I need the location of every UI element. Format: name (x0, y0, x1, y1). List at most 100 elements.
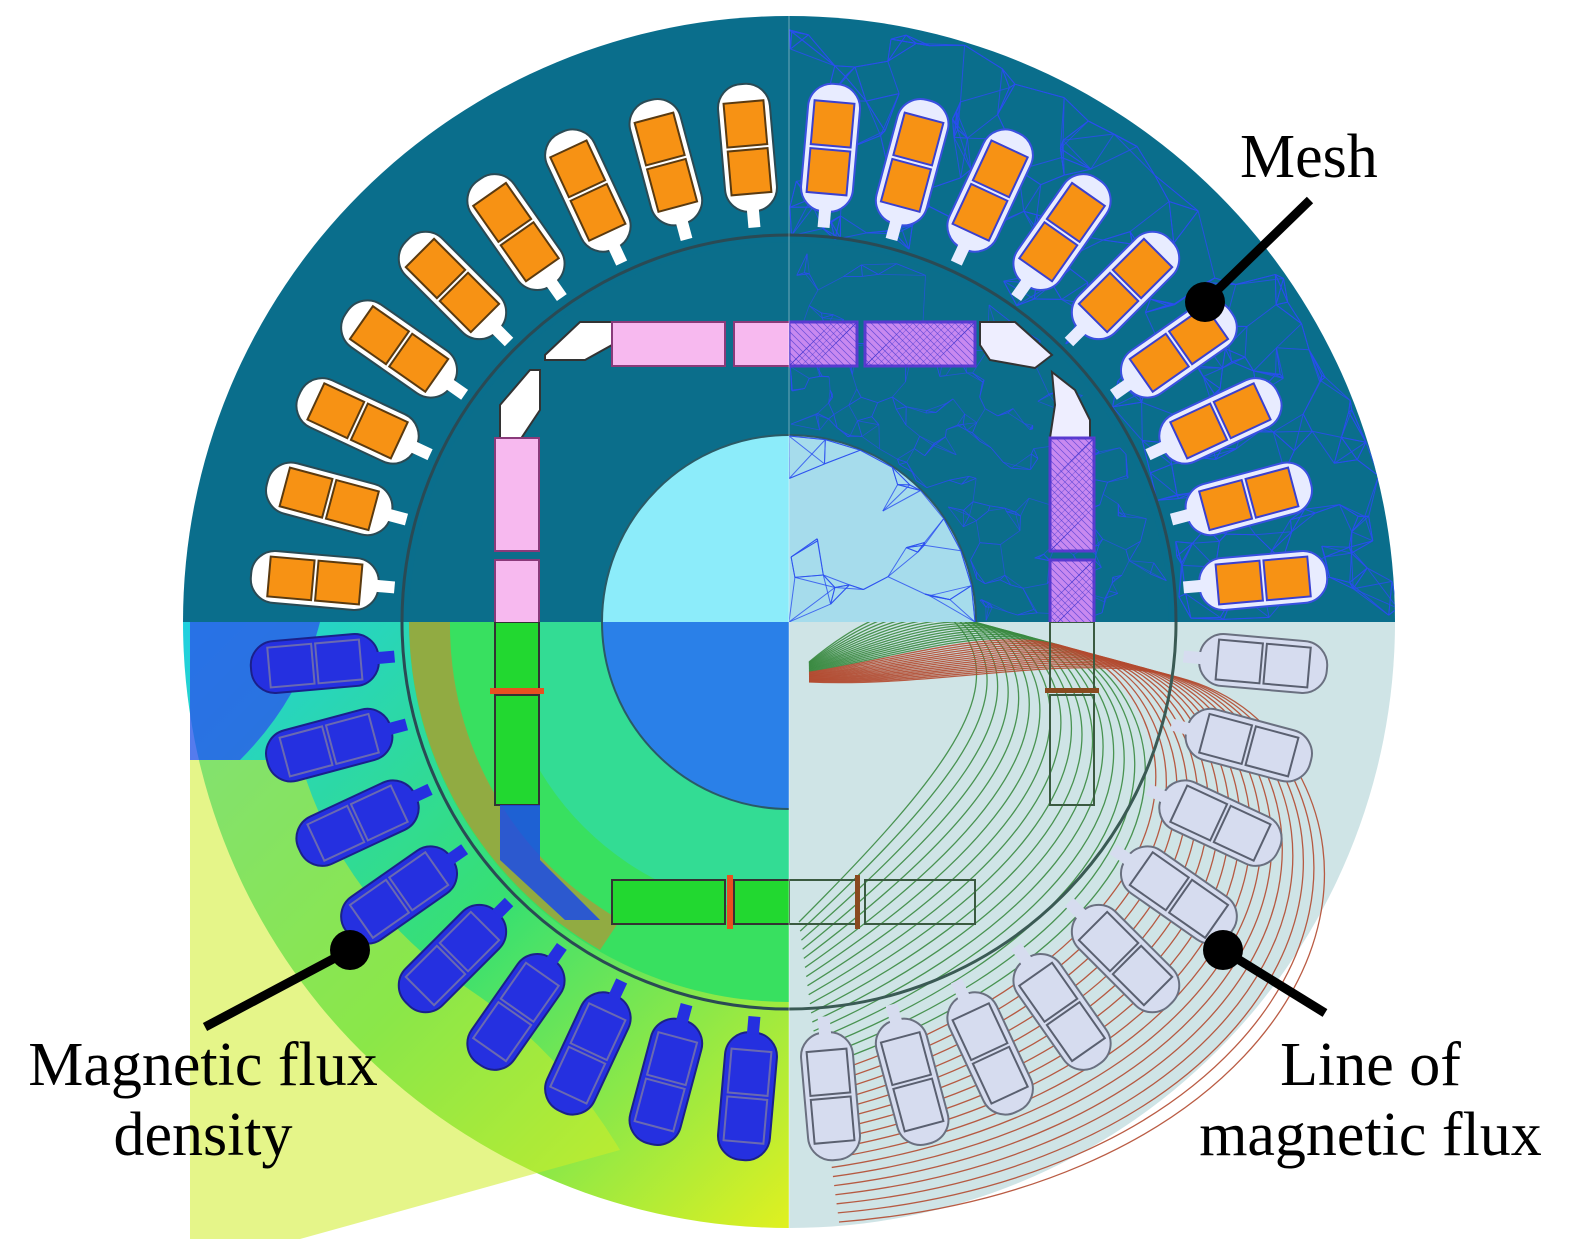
mesh-edge (926, 410, 937, 413)
coil-side (1168, 402, 1229, 460)
mesh-edge (956, 111, 959, 130)
mesh-edge (963, 501, 974, 511)
mesh-edge (1030, 458, 1039, 470)
mesh-edge (1001, 68, 1016, 85)
mesh-edge (949, 479, 962, 485)
mesh-edge (828, 393, 833, 404)
magnet-mesh-edge (1049, 466, 1095, 512)
coil-side (324, 712, 381, 766)
mesh-edge (1126, 475, 1129, 479)
mesh-edge (924, 544, 961, 552)
mesh-edge (861, 263, 897, 266)
mesh-edge (897, 484, 921, 491)
mesh-edge (1156, 492, 1193, 501)
stator-slot (946, 978, 1034, 1116)
mesh-edge (833, 404, 850, 415)
mesh-edge (1016, 298, 1035, 307)
mesh-edge (960, 87, 1010, 103)
mesh-edge (863, 576, 889, 590)
label-mesh: Mesh (1240, 122, 1378, 192)
mesh-edge (789, 603, 831, 622)
flux-line (808, 639, 1157, 1078)
mesh-edge (829, 389, 833, 395)
mesh-edge (1321, 545, 1350, 548)
mesh-edge (848, 396, 862, 406)
mesh-edge (1275, 274, 1284, 279)
mesh-edge (789, 435, 825, 465)
mesh-edge (1321, 545, 1352, 554)
mesh-edge (924, 593, 951, 601)
mesh-edge (906, 406, 927, 411)
magnet-mesh-edge (1049, 445, 1095, 491)
coil-side (569, 182, 627, 243)
coil-side (438, 910, 501, 973)
mesh-edge (960, 138, 968, 178)
mesh-edge (926, 479, 950, 488)
mesh-edge (962, 515, 970, 527)
mesh-edge (985, 603, 990, 621)
mesh-edge (933, 436, 946, 447)
mesh-edge (833, 314, 845, 321)
label-flux-density-line2: density (113, 1101, 293, 1169)
mesh-edge (861, 436, 880, 450)
flux-line (808, 632, 1115, 1041)
coil-side (645, 1030, 699, 1087)
mesh-edge (984, 574, 1006, 584)
mesh-edge (1007, 412, 1025, 424)
coil-side (306, 381, 366, 440)
rotor-pockets-top-left (494, 321, 789, 622)
mesh-edge (999, 579, 1011, 586)
mesh-edge (1271, 531, 1293, 551)
mesh-edge (808, 305, 823, 319)
mesh-edge (828, 414, 835, 420)
mesh-edge (1154, 174, 1199, 212)
callout-flux-density-pointer (202, 930, 370, 1031)
mesh-edge (1308, 349, 1322, 381)
mesh-edge (806, 253, 810, 274)
mesh-edge (1253, 347, 1277, 372)
slot-neck (546, 942, 567, 965)
mesh-edge (1094, 538, 1103, 547)
mesh-edge (791, 206, 814, 236)
mesh-edge (830, 215, 841, 222)
mesh-edge (1304, 504, 1340, 510)
coil-side (633, 111, 686, 167)
slot-neck (411, 783, 433, 803)
mesh-edge (1271, 519, 1291, 551)
mesh-edge (912, 471, 928, 488)
mesh-edge (890, 38, 930, 47)
mesh-edge (1037, 553, 1044, 559)
mesh-edge (790, 538, 818, 558)
coil-side (324, 478, 381, 532)
mesh-edge (1272, 431, 1295, 452)
mesh-edge (1030, 453, 1032, 470)
slot-neck (1182, 650, 1202, 665)
mesh-edge (1003, 461, 1031, 470)
coil-side (1128, 850, 1191, 912)
mesh-edge (979, 599, 982, 601)
mesh-edge (1112, 574, 1122, 578)
magnet-mesh-edge (1049, 615, 1057, 622)
magnet-mesh-edge (1049, 473, 1095, 519)
mesh-edge (1020, 498, 1030, 517)
slot-neck (608, 978, 628, 1000)
flux-line (804, 622, 1030, 968)
slot-neck (376, 579, 396, 594)
mesh-edge (964, 44, 1003, 70)
mesh-edge (1171, 464, 1178, 495)
coil-side (805, 1047, 852, 1098)
mesh-edge (896, 263, 926, 276)
slot-neck (446, 844, 469, 865)
mesh-edge (1311, 431, 1335, 464)
mesh-edge (1059, 148, 1065, 176)
coil-side (1214, 559, 1265, 606)
mesh-edge (1340, 437, 1358, 460)
slot-neck (746, 1015, 761, 1035)
stator-slot (628, 1002, 704, 1146)
stator-slot (1011, 942, 1112, 1071)
mesh-edge (1246, 304, 1277, 327)
shaft-mesh (789, 434, 977, 622)
mesh-edge (856, 388, 862, 398)
mesh-edge (1276, 347, 1310, 351)
mesh-edge (877, 396, 893, 403)
